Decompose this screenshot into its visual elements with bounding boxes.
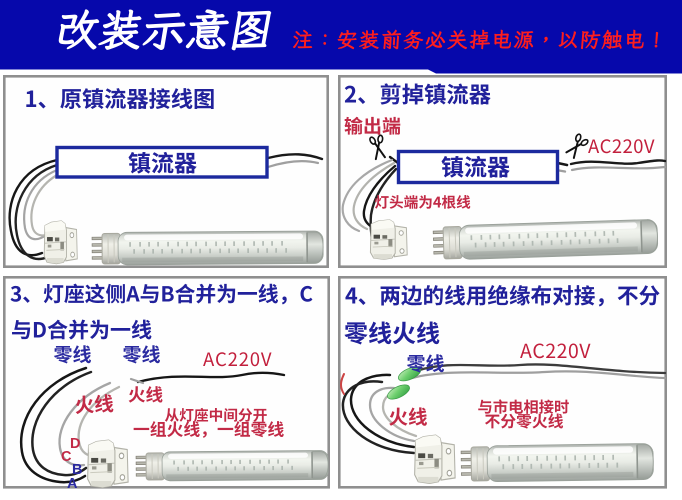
svg-text:A: A [67,476,78,492]
svg-text:B: B [72,462,82,478]
svg-text:D: D [70,436,80,452]
svg-text:C: C [61,449,72,465]
